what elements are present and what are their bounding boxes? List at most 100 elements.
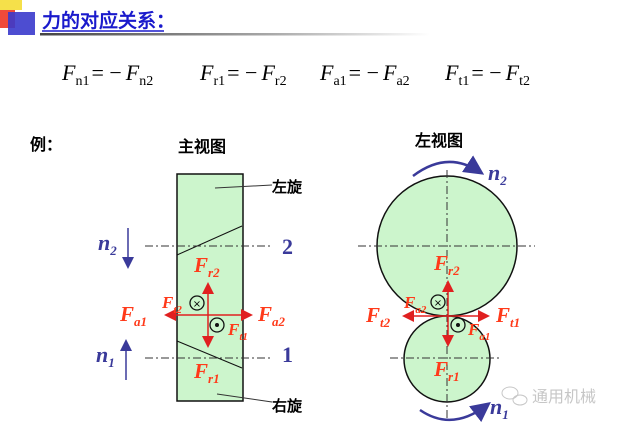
into-page-icon: × xyxy=(430,294,446,310)
label-main: F xyxy=(257,302,272,326)
n1-label: n1 xyxy=(96,342,115,370)
label-main: F xyxy=(467,320,480,339)
label-sub: r1 xyxy=(208,371,220,386)
label-sub: a2 xyxy=(272,314,286,329)
svg-text:×: × xyxy=(193,299,201,310)
eq-lhs_sub: r1 xyxy=(213,74,225,89)
slide-title: 力的对应关系： xyxy=(42,9,175,32)
label-sub: 2 xyxy=(109,243,117,258)
gear-pair-front xyxy=(176,173,244,402)
eq-op: = − xyxy=(227,60,257,85)
side-view-title: 左视图 xyxy=(414,131,463,150)
equation-2: Fr1= −Fr2 xyxy=(199,60,287,89)
label-main: n xyxy=(490,394,502,419)
n2-rotation-arrow xyxy=(412,155,485,177)
helix-line-top xyxy=(176,225,243,256)
n1-label: n1 xyxy=(490,394,509,422)
eq-op: = − xyxy=(349,60,379,85)
label-main: F xyxy=(193,253,208,277)
right-hand-label: 右旋 xyxy=(272,397,303,415)
label-sub: t2 xyxy=(173,304,182,316)
label-main: F xyxy=(495,303,510,327)
equation-1: Fn1= −Fn2 xyxy=(61,60,153,89)
leader-left-hand xyxy=(214,184,273,189)
fr2-label: Fr2 xyxy=(193,253,220,280)
main-view-title: 主视图 xyxy=(178,137,226,156)
helix-line-bottom xyxy=(176,340,243,369)
label-main: n xyxy=(488,160,500,185)
eq-f: F xyxy=(199,60,214,85)
label-main: F xyxy=(227,320,240,339)
fa2-label: Fa2 xyxy=(403,293,427,316)
fa2-label: Fa2 xyxy=(257,302,286,329)
fr2-label: Fr2 xyxy=(433,251,460,278)
label-main: F xyxy=(433,357,448,381)
wechat-icon xyxy=(501,386,528,406)
eq-lhs_sub: t1 xyxy=(458,74,469,89)
fr1-label: Fr1 xyxy=(193,359,220,386)
eq-rhs_sub: a2 xyxy=(396,74,409,89)
fr1-label: Fr1 xyxy=(433,357,460,384)
label-main: F xyxy=(119,302,134,326)
ft2-label: Ft2 xyxy=(161,293,182,316)
out-of-page-icon xyxy=(450,317,466,333)
eq-rhs_sub: n2 xyxy=(139,74,153,89)
label-sub: a1 xyxy=(479,331,490,343)
n1-rotation-arrow xyxy=(419,401,491,423)
equation-3: Fa1= −Fa2 xyxy=(319,60,410,89)
watermark: 通用机械 xyxy=(501,386,596,406)
eq-lhs_sub: n1 xyxy=(75,74,89,89)
eq-rhs_sub: t2 xyxy=(519,74,530,89)
label-sub: t1 xyxy=(239,331,248,343)
label-main: n xyxy=(96,342,108,367)
fa1-label: Fa1 xyxy=(467,320,490,343)
equation-4: Ft1= −Ft2 xyxy=(444,60,530,89)
label-main: F xyxy=(403,293,416,312)
n2-label: n2 xyxy=(98,230,117,258)
title-divider xyxy=(40,33,430,36)
eq-f: F xyxy=(61,60,76,85)
label-main: F xyxy=(161,293,174,312)
ft2-label: Ft2 xyxy=(365,303,391,330)
main-view: 左旋 右旋 2 1 × xyxy=(120,173,303,415)
eq-f: F xyxy=(382,60,397,85)
label-sub: 2 xyxy=(499,173,507,188)
ft1-label: Ft1 xyxy=(227,320,248,343)
label-main: F xyxy=(365,303,380,327)
eq-f: F xyxy=(125,60,140,85)
eq-op: = − xyxy=(91,60,121,85)
label-sub: 1 xyxy=(108,355,115,370)
fa1-label: Fa1 xyxy=(119,302,147,329)
watermark-text: 通用机械 xyxy=(532,387,596,406)
label-main: n xyxy=(98,230,110,255)
label-main: F xyxy=(433,251,448,275)
out-of-page-icon xyxy=(209,317,225,333)
eq-rhs_sub: r2 xyxy=(275,74,287,89)
label-sub: 1 xyxy=(502,407,509,422)
label-sub: a1 xyxy=(134,314,147,329)
eq-f: F xyxy=(319,60,334,85)
corner-decoration xyxy=(0,0,35,35)
gear2-number: 2 xyxy=(282,234,293,259)
eq-f: F xyxy=(444,60,459,85)
eq-lhs_sub: a1 xyxy=(333,74,346,89)
svg-text:×: × xyxy=(434,298,442,309)
eq-f: F xyxy=(505,60,520,85)
leader-right-hand xyxy=(216,393,273,403)
label-sub: r2 xyxy=(208,265,220,280)
n2-label: n2 xyxy=(488,160,507,188)
side-view: × xyxy=(358,155,535,423)
label-sub: t1 xyxy=(510,315,520,330)
label-main: F xyxy=(193,359,208,383)
eq-f: F xyxy=(260,60,275,85)
gear1-number: 1 xyxy=(282,342,293,367)
example-label: 例： xyxy=(30,135,62,154)
into-page-icon: × xyxy=(189,295,205,311)
label-sub: r1 xyxy=(448,369,460,384)
label-sub: r2 xyxy=(448,263,460,278)
label-sub: t2 xyxy=(380,315,391,330)
label-sub: a2 xyxy=(415,304,427,316)
left-hand-label: 左旋 xyxy=(271,178,303,196)
